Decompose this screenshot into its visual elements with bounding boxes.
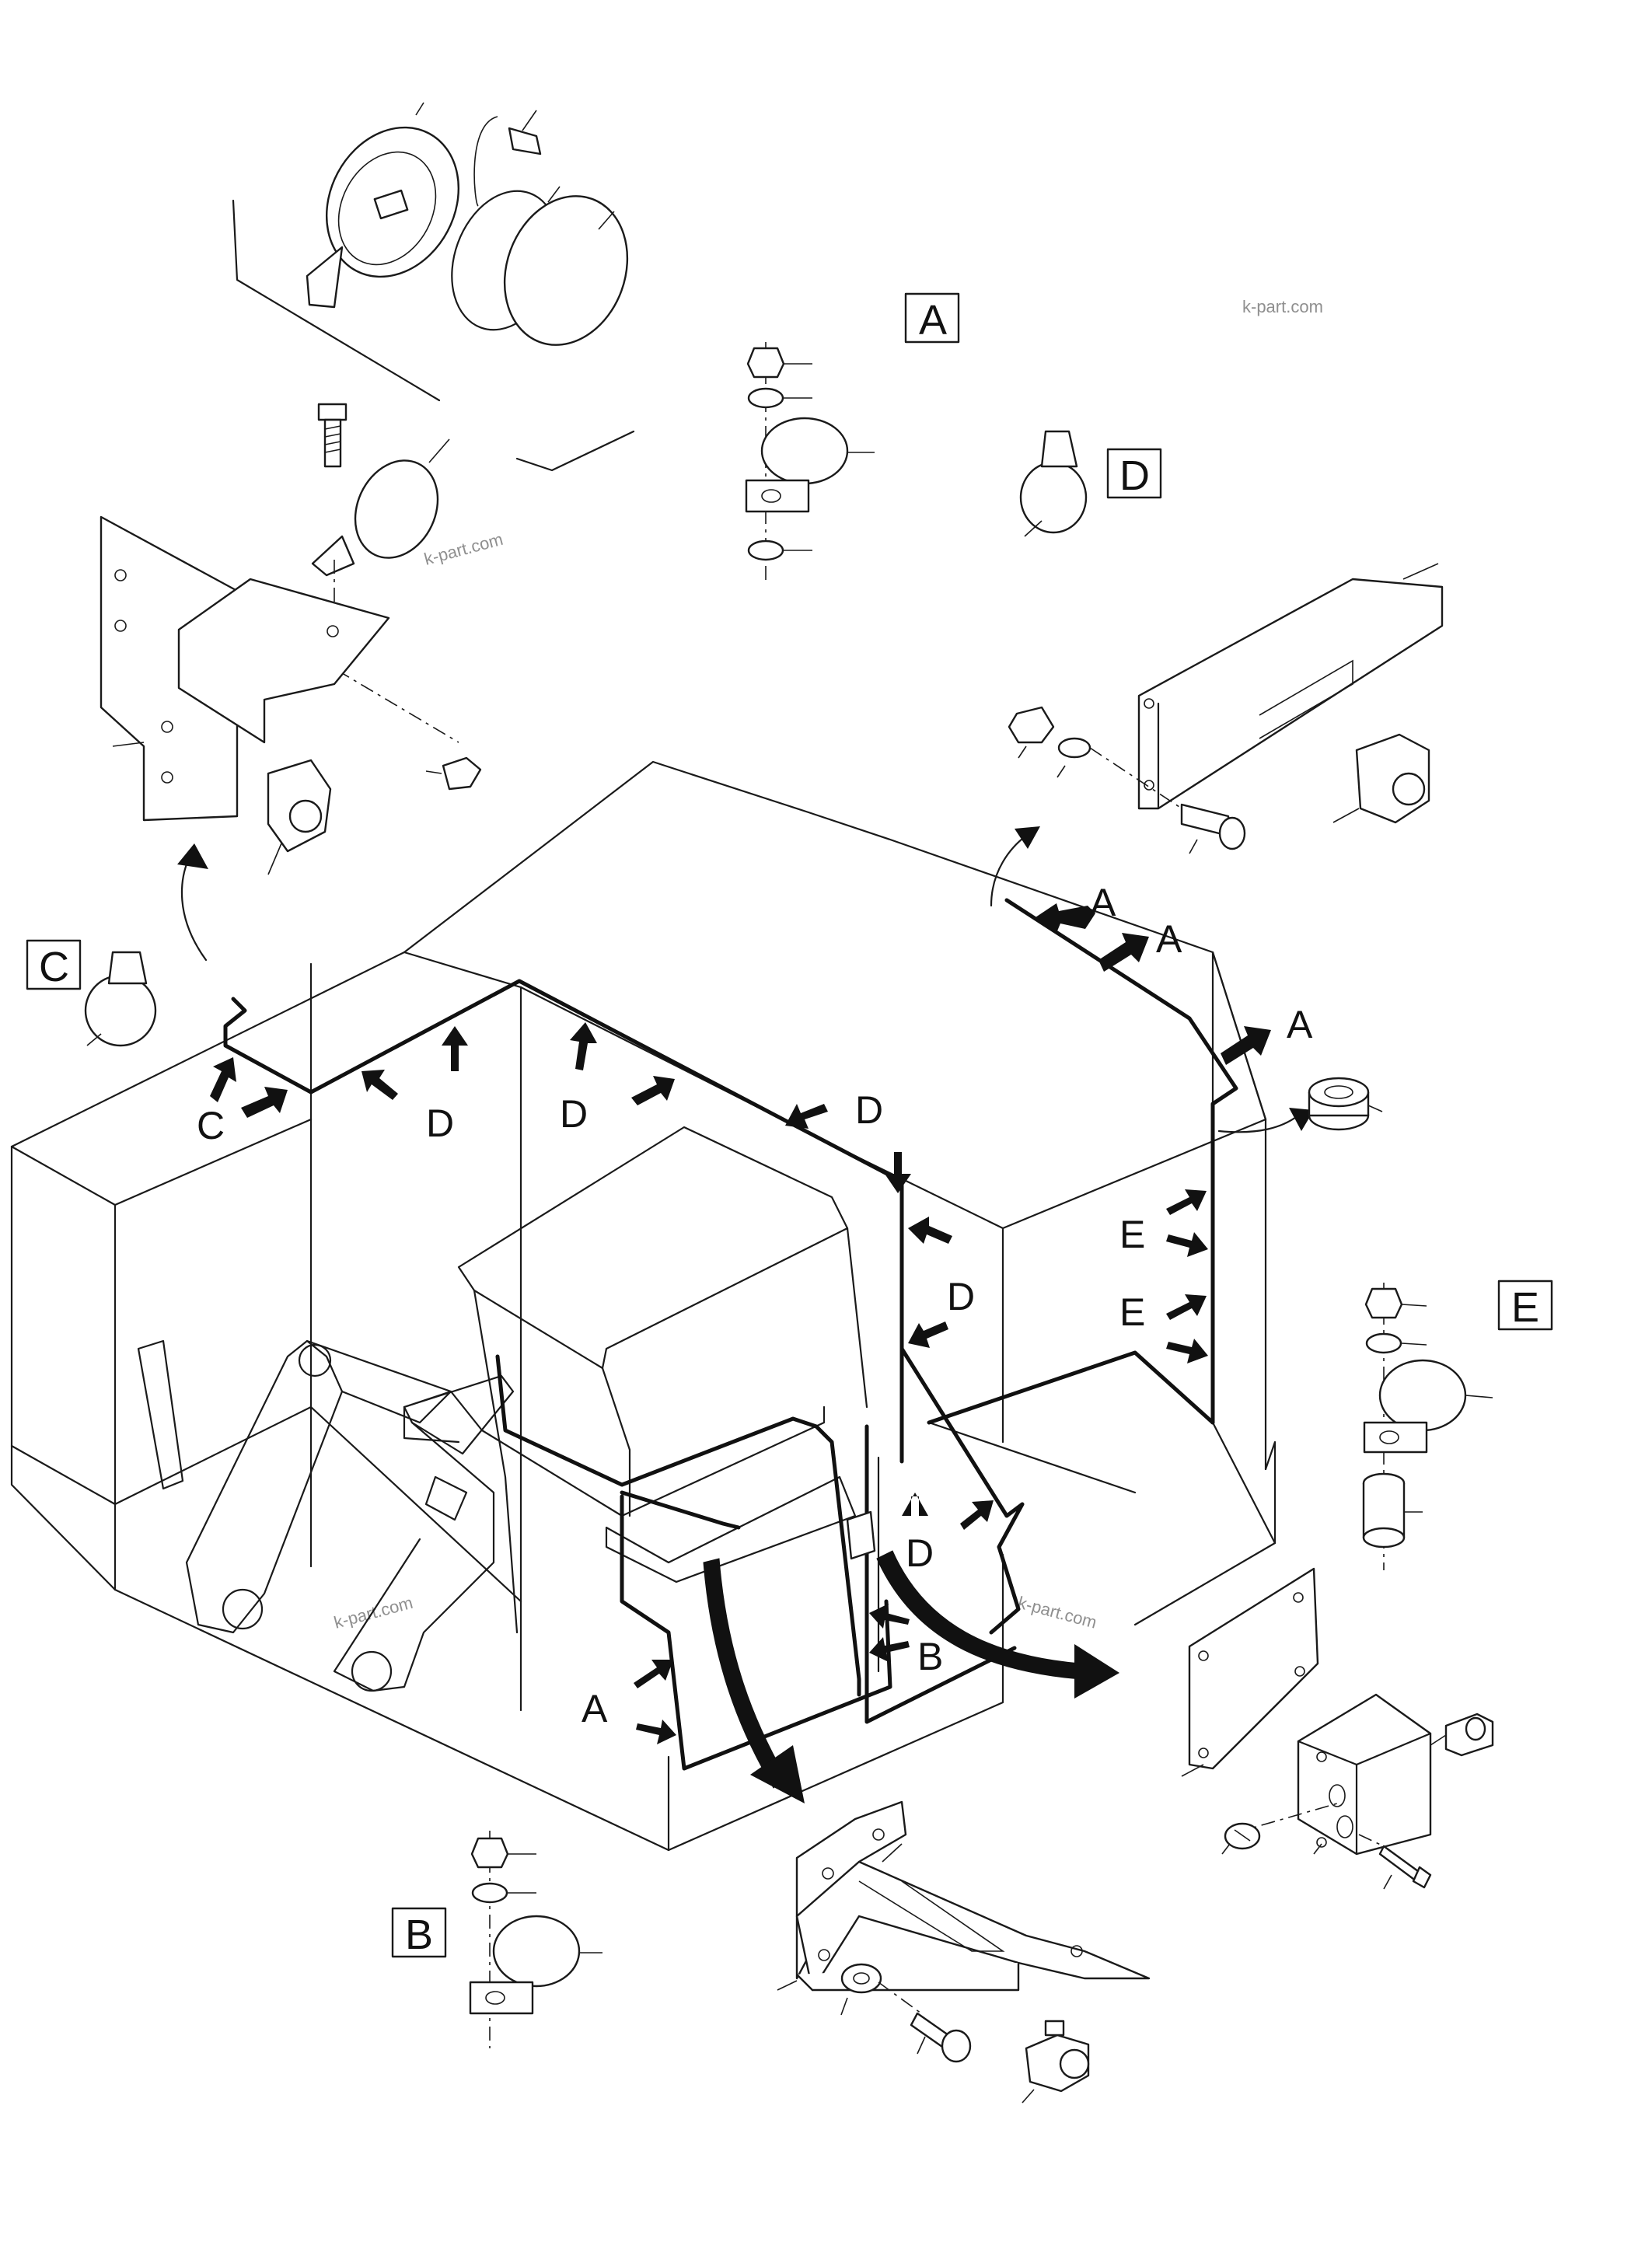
route-label-d: D (947, 1275, 975, 1318)
bottom-bracket-detail (777, 1800, 1151, 2104)
route-label-a: A (582, 1687, 608, 1730)
right-top-bracket-detail (1008, 563, 1444, 854)
detail-label-e: E (1511, 1284, 1539, 1331)
clip-detail-b: B (391, 1831, 602, 2048)
detail-box-a (904, 292, 960, 344)
horn-bracket-detail (100, 403, 482, 875)
harness-route (223, 898, 1238, 1771)
watermark: k-part.com (1016, 1593, 1099, 1632)
grommet-part (1308, 1077, 1383, 1131)
clip-detail-d: D (1019, 430, 1162, 537)
route-label-e: E (1119, 1290, 1145, 1334)
body-connector (846, 1510, 876, 1560)
route-label-a: A (1287, 1003, 1313, 1046)
transfer-arrows (177, 826, 1314, 1803)
watermark: k-part.com (1242, 297, 1323, 316)
route-label-d: D (906, 1531, 934, 1575)
route-label-d: D (426, 1102, 454, 1145)
clip-detail-a: A (745, 292, 960, 583)
detail-box-e (1497, 1280, 1553, 1331)
route-label-e: E (1119, 1213, 1145, 1256)
route-label-d: D (855, 1088, 883, 1132)
detail-box-c (26, 939, 82, 990)
detail-label-b: B (405, 1912, 433, 1958)
route-label-b: B (917, 1635, 943, 1678)
route-label-c: C (197, 1104, 225, 1147)
route-label-a: A (1090, 881, 1116, 924)
detail-box-d (1106, 448, 1162, 499)
watermark: k-part.com (422, 529, 505, 569)
detail-label-d: D (1119, 452, 1150, 499)
clip-detail-e: E (1362, 1280, 1553, 1570)
detail-box-b (391, 1907, 447, 1958)
horn-exploded-detail (232, 102, 635, 472)
detail-label-a: A (919, 297, 947, 344)
main-cabin-assembly (10, 760, 1277, 1852)
route-label-a: A (1156, 917, 1182, 961)
front-cover-assembly (403, 1126, 1137, 1673)
clip-detail-c: C (26, 939, 157, 1047)
junction-box-detail (1181, 1567, 1494, 1890)
loader-arm-assembly (137, 1339, 515, 1692)
route-labels: A A A A B C D D D D D E E (197, 881, 1313, 1730)
pointer-arrows (210, 903, 1271, 1744)
detail-label-c: C (39, 944, 69, 990)
route-label-d: D (560, 1092, 588, 1136)
